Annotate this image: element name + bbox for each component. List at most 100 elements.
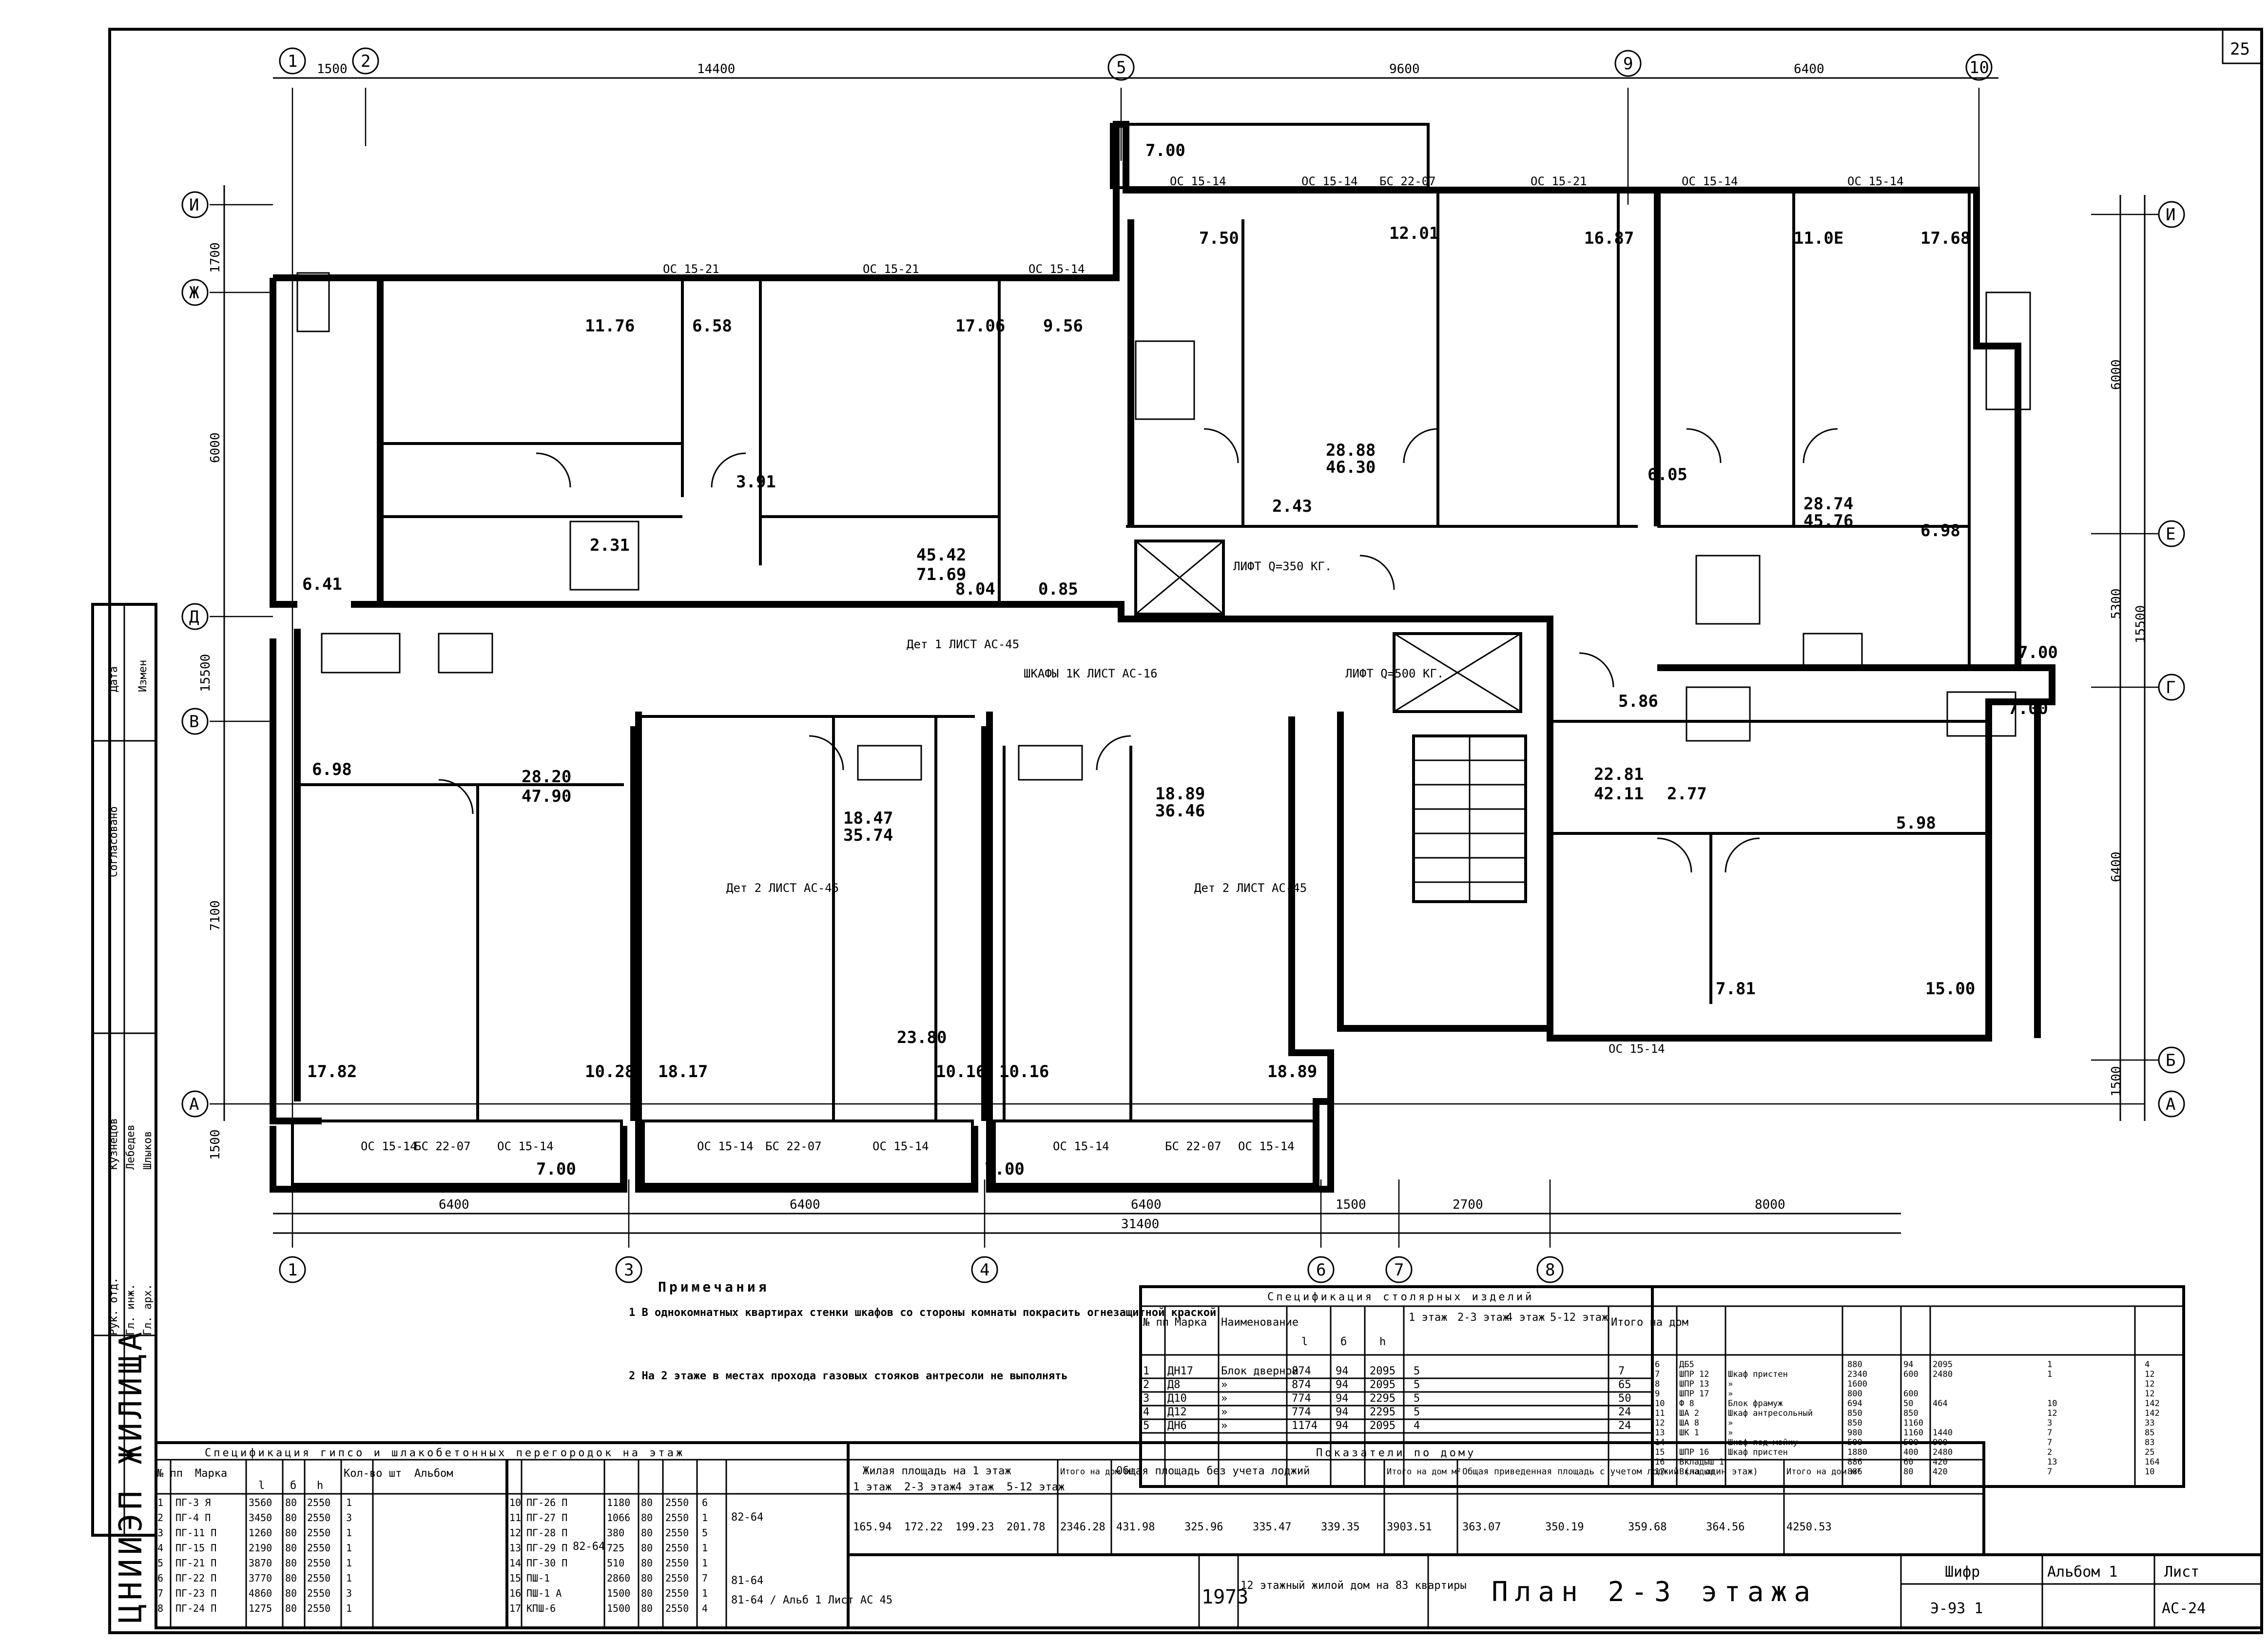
stamp-column: Дата [108, 666, 120, 692]
joinery-cell: 3 [2047, 1418, 2052, 1428]
room-area: 0.85 [1038, 579, 1078, 599]
indicators-subheader: 4 этаж [955, 1481, 994, 1493]
partitions-cell: 1260 [249, 1527, 272, 1539]
room-area: 17.06 [955, 316, 1005, 336]
partitions-cell: 80 [285, 1602, 297, 1614]
axis-bubble-right-И [2158, 201, 2185, 228]
axis-label-top-2: 2 [361, 52, 370, 71]
joinery-cell: 3 [1143, 1392, 1149, 1405]
partitions-cell: ПГ-22 П [175, 1572, 216, 1584]
staircase [1412, 734, 1527, 903]
partitions-cell: 3 [346, 1587, 352, 1599]
room-area: 6.41 [302, 575, 342, 594]
partitions-cell: 1 [346, 1542, 352, 1554]
joinery-cell: » [1221, 1392, 1227, 1405]
joinery-cell: 12 [2145, 1379, 2154, 1389]
room-area: 10.28 [585, 1062, 635, 1081]
joinery-cell: 2480 [1933, 1370, 1953, 1379]
joinery-cell: 420 [1933, 1457, 1948, 1467]
joinery-cell: 420 [1933, 1467, 1948, 1477]
joinery-cell: 17 [1655, 1467, 1665, 1477]
organization: ЦНИИЭП ЖИЛИЩА [113, 1328, 149, 1623]
joinery-cell: Шкаф антресольный [1728, 1409, 1813, 1418]
partitions-cell: 80 [641, 1527, 653, 1539]
partitions-header: № пп [156, 1467, 183, 1480]
window-code: БС 22-07 [414, 1139, 471, 1153]
joinery-cell: 2095 [1370, 1365, 1396, 1377]
partitions-cell: ПГ-26 П [526, 1497, 567, 1508]
joinery-cell: Ф 8 [1679, 1399, 1694, 1409]
dim-right-3: 5300 [2109, 588, 2124, 619]
indicators-subheader: 2-3 этаж [904, 1481, 956, 1493]
room-area: 5.86 [1618, 692, 1658, 711]
partitions-cell: 12 [509, 1527, 521, 1539]
joinery-cell: 7 [2047, 1428, 2052, 1438]
window-code: ОС 15-21 [1531, 174, 1587, 188]
joinery-cell: ДН6 [1167, 1420, 1187, 1432]
partitions-cell: 11 [509, 1512, 521, 1524]
joinery-cell: 9 [1655, 1389, 1660, 1399]
note-item-2: 2 На 2 этаже в местах прохода газовых ст… [629, 1370, 1068, 1382]
joinery-cell: ША 2 [1679, 1409, 1699, 1418]
window-code: ОС 15-14 [1053, 1139, 1109, 1153]
axis-label-right-Г: Г [2166, 678, 2175, 697]
axis-label-top-5: 5 [1116, 58, 1126, 77]
joinery-cell: 11 [1655, 1409, 1665, 1418]
dim-right-4: 6400 [2109, 851, 2124, 882]
dim-bottom-2: 6400 [790, 1197, 820, 1212]
partitions-table-title: Спецификация гипсо и шлакобетонных перег… [205, 1447, 685, 1459]
stamp-name: Кузнецов [108, 1118, 120, 1170]
window-code: ОС 15-14 [872, 1139, 929, 1153]
partitions-cell: 80 [285, 1587, 297, 1599]
joinery-cell: 33 [2145, 1418, 2154, 1428]
axis-label-right-И: И [2166, 205, 2175, 225]
indicator-value: 199.23 [955, 1521, 994, 1533]
joinery-cell: ДБ5 [1679, 1360, 1694, 1370]
room-area: 2.31 [590, 536, 630, 555]
window-code: ОС 15-14 [697, 1139, 754, 1153]
dim-top-4: 6400 [1794, 62, 1824, 77]
partitions-cell: 3450 [249, 1512, 272, 1524]
joinery-cell: 600 [1903, 1389, 1919, 1399]
joinery-cell: 464 [1933, 1399, 1948, 1409]
joinery-cell: 142 [2145, 1399, 2160, 1409]
dim-bottom-6: 8000 [1755, 1197, 1785, 1212]
room-area: 7.00 [1145, 141, 1185, 160]
room-area: 17.68 [1920, 229, 1970, 248]
partitions-cell: 2550 [307, 1497, 330, 1508]
joinery-cell: 13 [1655, 1428, 1665, 1438]
dim-left-2: 6000 [208, 432, 223, 463]
joinery-header: 4 этаж [1506, 1312, 1545, 1324]
joinery-cell: 1 [2047, 1360, 2052, 1370]
wardrobe-note: ШКАФЫ 1К ЛИСТ АС-16 [1024, 667, 1158, 680]
room-area: 12.01 [1389, 224, 1439, 243]
dim-bottom-1: 6400 [439, 1197, 469, 1212]
joinery-cell: 1600 [1847, 1379, 1867, 1389]
partitions-cell: ПГ-24 П [175, 1602, 216, 1614]
project-year: 1973 [1202, 1586, 1248, 1608]
joinery-cell: 1174 [1292, 1420, 1318, 1432]
room-area: 47.90 [522, 787, 571, 806]
joinery-cell: 85 [2145, 1428, 2154, 1438]
joinery-cell: 94 [1336, 1406, 1349, 1418]
indicator-value: 350.19 [1545, 1521, 1584, 1533]
joinery-cell: 2295 [1370, 1406, 1396, 1418]
indicators-title: Показатели по дому [1316, 1447, 1476, 1459]
window-code: БС 22-07 [1165, 1139, 1221, 1153]
joinery-cell: ДН17 [1167, 1365, 1193, 1377]
joinery-cell: » [1728, 1428, 1733, 1438]
room-area: 7.00 [536, 1159, 576, 1179]
joinery-cell: 94 [1336, 1365, 1349, 1377]
joinery-cell: 1 [1143, 1365, 1149, 1377]
room-area: 18.17 [658, 1062, 708, 1081]
window-code: ОС 15-21 [663, 262, 719, 276]
partitions-cell: 80 [285, 1557, 297, 1569]
joinery-cell: ШК 1 [1679, 1428, 1699, 1438]
indicators-header: Итого на дом м² [1060, 1467, 1135, 1477]
joinery-cell: 50 [1618, 1392, 1631, 1405]
stamp-name: Шлыков [142, 1131, 154, 1170]
stamp-column: Измен [137, 660, 149, 692]
partitions-cell: 2550 [665, 1527, 689, 1539]
partitions-cell: 2550 [307, 1602, 330, 1614]
joinery-header: 5-12 этаж [1550, 1312, 1608, 1324]
